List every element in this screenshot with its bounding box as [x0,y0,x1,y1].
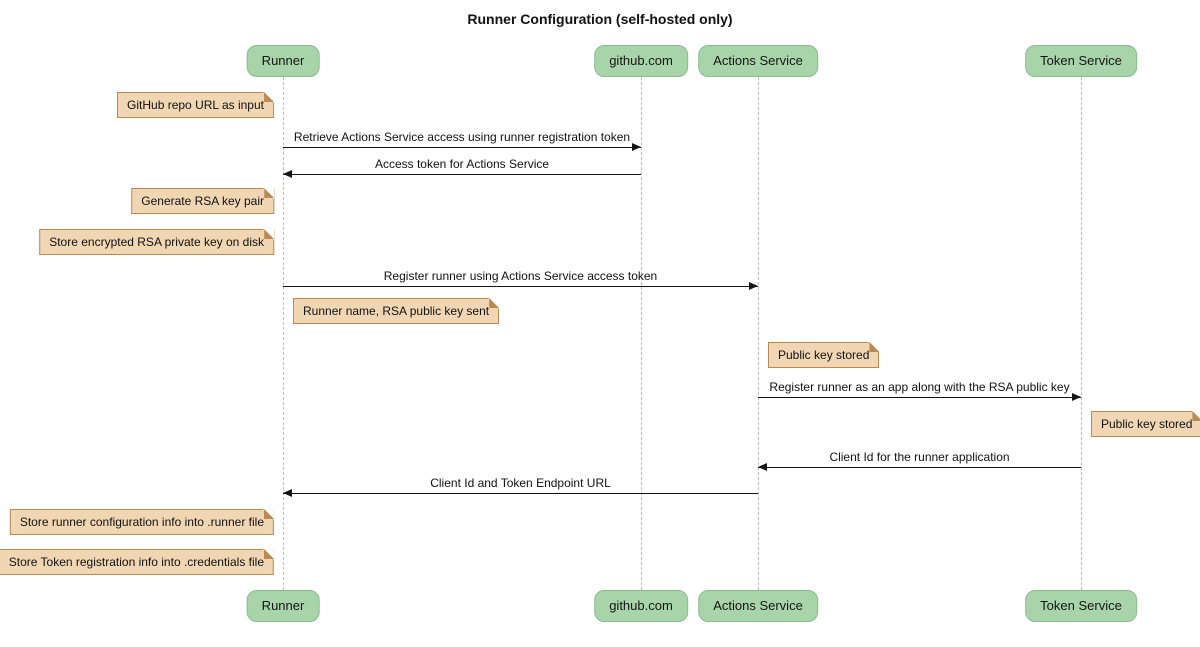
message-arrowhead-1 [283,170,292,178]
message-line-3 [758,397,1081,398]
participant-github-com-bottom: github.com [594,590,688,622]
note-5: Public key stored [1091,411,1200,437]
diagram-title: Runner Configuration (self-hosted only) [467,11,733,27]
message-arrowhead-2 [749,282,758,290]
participant-token-service-top: Token Service [1025,45,1137,77]
message-label-0: Retrieve Actions Service access using ru… [293,130,631,144]
message-label-4: Client Id for the runner application [829,450,1010,464]
message-label-1: Access token for Actions Service [374,157,550,171]
note-2: Store encrypted RSA private key on disk [39,229,274,255]
participant-token-service-bottom: Token Service [1025,590,1137,622]
note-1: Generate RSA key pair [131,188,274,214]
message-arrowhead-4 [758,463,767,471]
participant-actions-service-bottom: Actions Service [698,590,818,622]
participant-runner-top: Runner [246,45,320,77]
message-arrowhead-5 [283,489,292,497]
message-line-4 [758,467,1081,468]
participant-actions-service-top: Actions Service [698,45,818,77]
note-3: Runner name, RSA public key sent [293,298,500,324]
lifeline-github-com [641,77,642,590]
lifeline-runner [283,77,284,590]
message-line-5 [283,493,758,494]
message-line-1 [283,174,641,175]
note-7: Store Token registration info into .cred… [0,549,274,575]
message-line-0 [283,147,641,148]
message-arrowhead-3 [1072,393,1081,401]
lifeline-token-service [1081,77,1082,590]
message-line-2 [283,286,758,287]
note-0: GitHub repo URL as input [117,92,274,118]
note-4: Public key stored [768,342,880,368]
participant-runner-bottom: Runner [246,590,320,622]
message-arrowhead-0 [632,143,641,151]
message-label-5: Client Id and Token Endpoint URL [430,476,611,490]
message-label-2: Register runner using Actions Service ac… [383,269,658,283]
participant-github-com-top: github.com [594,45,688,77]
note-6: Store runner configuration info into .ru… [9,509,274,535]
message-label-3: Register runner as an app along with the… [769,380,1070,394]
lifeline-actions-service [758,77,759,590]
